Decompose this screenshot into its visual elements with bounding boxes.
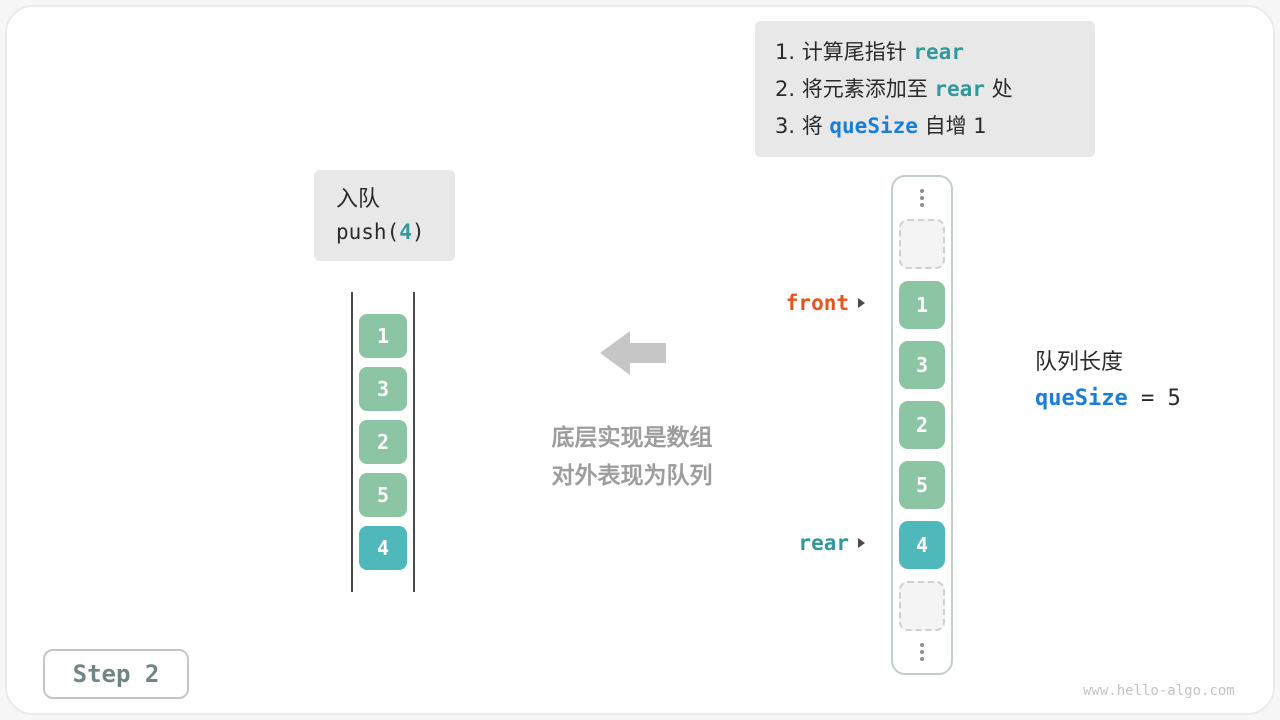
caption-line-2: 对外表现为队列 bbox=[551, 463, 713, 489]
left-arrow-icon bbox=[600, 327, 666, 383]
ellipsis-dots-top bbox=[920, 189, 924, 207]
code-token-rear: rear bbox=[913, 40, 964, 64]
caption-line-1: 底层实现是数组 bbox=[551, 425, 713, 451]
array-element: 5 bbox=[899, 461, 945, 509]
array-element: 2 bbox=[899, 401, 945, 449]
queue-element: 2 bbox=[359, 420, 407, 464]
operation-box: 入队 push(4) bbox=[314, 170, 455, 261]
queue-element: 5 bbox=[359, 473, 407, 517]
instruction-line-1: 1. 计算尾指针 rear bbox=[775, 34, 1075, 71]
instruction-text: 2. 将元素添加至 bbox=[775, 77, 935, 101]
array-element-rear: 4 bbox=[899, 521, 945, 569]
array-element-front: 1 bbox=[899, 281, 945, 329]
step-badge: Step 2 bbox=[43, 649, 189, 699]
instruction-line-3: 3. 将 queSize 自增 1 bbox=[775, 108, 1075, 145]
queue-length-value: queSize = 5 bbox=[1035, 381, 1181, 417]
queue-length-number: = 5 bbox=[1127, 386, 1181, 411]
front-pointer-text: front bbox=[785, 291, 849, 315]
operation-code: push(4) bbox=[336, 216, 455, 249]
queue-length-label: 队列长度 bbox=[1035, 350, 1124, 375]
instruction-text: 自增 1 bbox=[917, 114, 987, 138]
instruction-text: 3. 将 bbox=[775, 114, 830, 138]
array-element: 3 bbox=[899, 341, 945, 389]
watermark: www.hello-algo.com bbox=[1083, 683, 1235, 699]
queue-length-info: 队列长度 queSize = 5 bbox=[1035, 345, 1181, 417]
empty-slot bbox=[899, 219, 945, 269]
queue-element: 3 bbox=[359, 367, 407, 411]
front-arrow-icon bbox=[858, 298, 865, 308]
rear-arrow-icon bbox=[858, 538, 865, 548]
code-text: push( bbox=[336, 220, 400, 244]
array-column: 1 3 2 5 4 bbox=[891, 175, 953, 675]
instruction-text: 1. 计算尾指针 bbox=[775, 40, 914, 64]
instruction-line-2: 2. 将元素添加至 rear 处 bbox=[775, 71, 1075, 108]
center-caption: 底层实现是数组 对外表现为队列 bbox=[507, 419, 757, 495]
code-token-rear: rear bbox=[934, 77, 985, 101]
step-badge-label: Step 2 bbox=[72, 660, 160, 688]
code-token-quesize: queSize bbox=[1035, 386, 1128, 411]
queue-element: 1 bbox=[359, 314, 407, 358]
code-argument: 4 bbox=[399, 220, 412, 244]
front-pointer-label: front bbox=[786, 289, 865, 317]
code-token-quesize: queSize bbox=[829, 114, 918, 138]
rear-pointer-label: rear bbox=[798, 529, 865, 557]
instruction-text: 处 bbox=[984, 77, 1013, 101]
figure-card: 1. 计算尾指针 rear 2. 将元素添加至 rear 处 3. 将 queS… bbox=[5, 5, 1275, 715]
instruction-box: 1. 计算尾指针 rear 2. 将元素添加至 rear 处 3. 将 queS… bbox=[755, 21, 1095, 157]
abstract-queue: 1 3 2 5 4 bbox=[351, 292, 415, 592]
empty-slot bbox=[899, 581, 945, 631]
code-text: ) bbox=[411, 220, 425, 244]
queue-element-new: 4 bbox=[359, 526, 407, 570]
operation-title: 入队 bbox=[336, 187, 381, 212]
ellipsis-dots-bottom bbox=[920, 643, 924, 661]
rear-pointer-text: rear bbox=[798, 531, 849, 555]
